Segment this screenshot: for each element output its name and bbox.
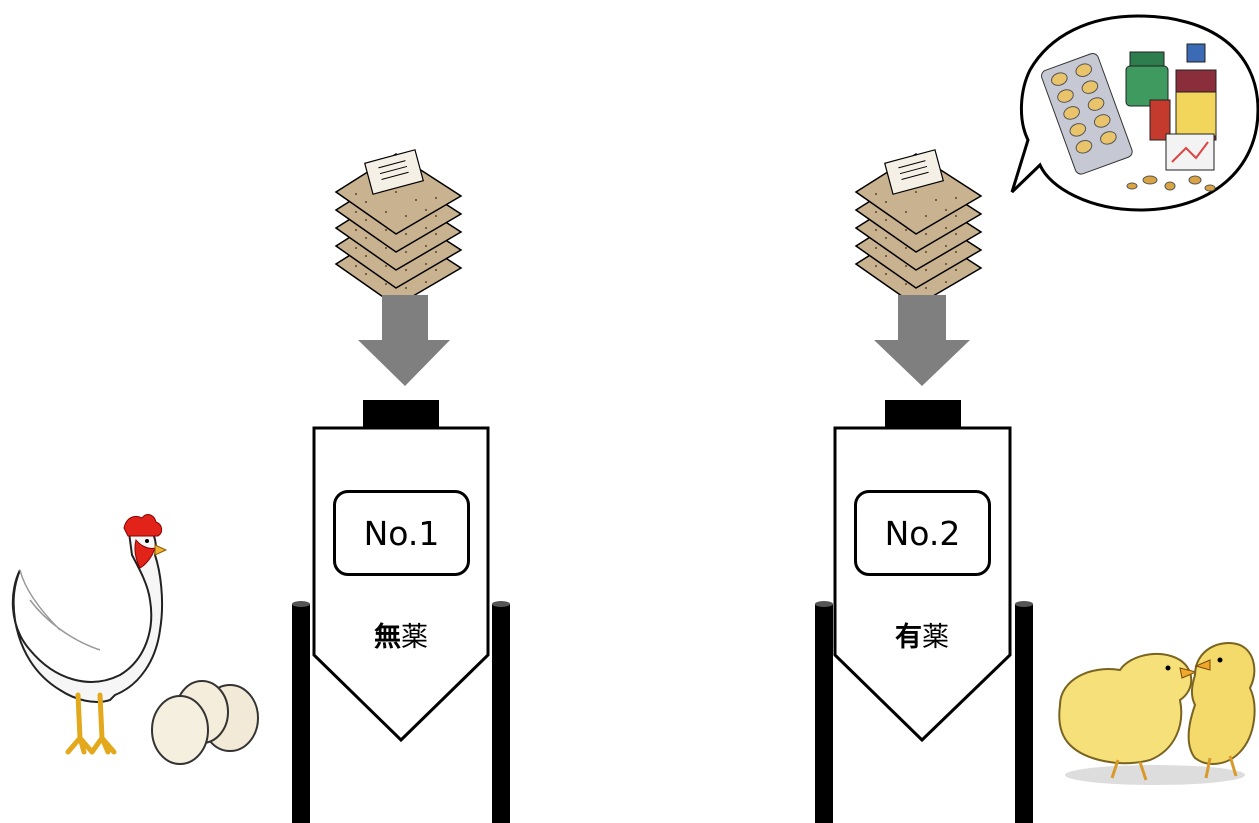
silo-2 bbox=[815, 400, 1033, 823]
hen-icon bbox=[11, 514, 168, 755]
egg-icon bbox=[151, 680, 259, 765]
silo-1-number-label: No.1 bbox=[333, 490, 470, 576]
medicine-bubble-icon bbox=[1010, 14, 1259, 212]
silo-1-medication-label: 無薬 bbox=[341, 614, 461, 654]
silo-1-medication-suffix: 薬 bbox=[401, 621, 428, 653]
silo-2-medication-label: 有薬 bbox=[862, 614, 982, 654]
silo-2-number-label: No.2 bbox=[854, 490, 991, 576]
chick-icon bbox=[1058, 642, 1256, 785]
feed-bag-label-icon bbox=[364, 149, 424, 195]
silo-1 bbox=[292, 400, 510, 823]
feed-bag-stack-1 bbox=[335, 149, 462, 307]
down-arrow-icon-1 bbox=[358, 295, 450, 386]
silo-1-medication-prefix: 無 bbox=[374, 621, 401, 653]
silo-2-medication-prefix: 有 bbox=[895, 621, 922, 653]
feed-bag-stack-2 bbox=[855, 149, 982, 307]
silo-2-medication-suffix: 薬 bbox=[922, 621, 949, 653]
down-arrow-icon-2 bbox=[874, 295, 970, 386]
